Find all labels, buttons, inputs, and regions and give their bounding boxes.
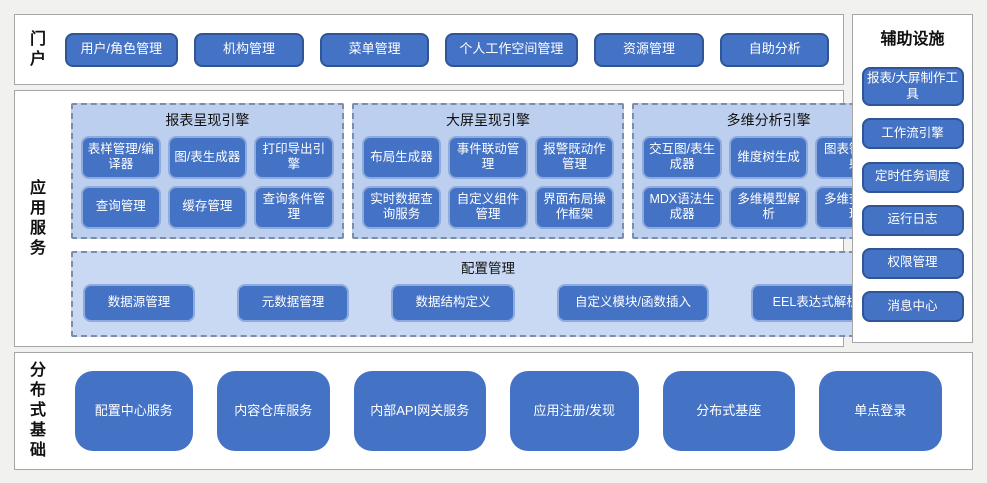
portal-section-label-text: 门户 — [30, 30, 47, 68]
portal-section-label: 门户 — [15, 30, 61, 70]
app-services-section-label-text: 应用服务 — [30, 179, 47, 257]
report-engine-item-cache-mgmt[interactable]: 缓存管理 — [167, 185, 248, 229]
aux-item-message-center[interactable]: 消息中心 — [861, 290, 964, 322]
config-mgmt-panel: 配置管理 数据源管理 元数据管理 数据结构定义 自定义模块/函数插入 EEL表达… — [71, 250, 905, 337]
distributed-foundation-label: 分布式基础 — [15, 361, 61, 461]
distributed-foundation-label-text: 分布式基础 — [30, 362, 47, 459]
dist-item-content-repo-service[interactable]: 内容仓库服务 — [216, 371, 330, 451]
aux-item-workflow-engine[interactable]: 工作流引擎 — [861, 118, 964, 150]
aux-item-scheduled-task[interactable]: 定时任务调度 — [861, 161, 964, 193]
app-services-content: 报表呈现引擎 表样管理/编译器 图/表生成器 打印导出引擎 查询管理 缓存管理 … — [61, 91, 911, 346]
report-engine-item-query-mgmt[interactable]: 查询管理 — [81, 185, 161, 229]
aux-item-permission-mgmt[interactable]: 权限管理 — [861, 247, 964, 279]
bigscreen-engine-panel: 大屏呈现引擎 布局生成器 事件联动管理 报警既动作管理 实时数据查询服务 自定义… — [351, 103, 625, 239]
dist-item-distributed-base[interactable]: 分布式基座 — [663, 371, 795, 451]
portal-item-workspace-mgmt[interactable]: 个人工作空间管理 — [445, 32, 578, 67]
portal-item-org-mgmt[interactable]: 机构管理 — [193, 32, 305, 67]
aux-item-report-bigscreen-authoring-tool[interactable]: 报表/大屏制作工具 — [861, 67, 964, 107]
olap-engine-item-dimension-tree[interactable]: 维度树生成 — [728, 136, 809, 179]
dist-item-internal-api-gateway[interactable]: 内部API网关服务 — [354, 371, 486, 451]
portal-buttons: 用户/角色管理 机构管理 菜单管理 个人工作空间管理 资源管理 自助分析 — [61, 32, 843, 67]
config-mgmt-title: 配置管理 — [461, 260, 515, 276]
auxiliary-facilities-section: 辅助设施 报表/大屏制作工具 工作流引擎 定时任务调度 运行日志 权限管理 消息… — [852, 14, 973, 343]
bigscreen-engine-item-ui-layout-framework[interactable]: 界面布局操作框架 — [534, 185, 615, 229]
portal-item-self-service-analysis[interactable]: 自助分析 — [720, 32, 830, 67]
report-engine-grid: 表样管理/编译器 图/表生成器 打印导出引擎 查询管理 缓存管理 查询条件管理 — [73, 134, 342, 237]
bigscreen-engine-item-realtime-query[interactable]: 实时数据查询服务 — [361, 185, 442, 229]
olap-engine-title: 多维分析引擎 — [726, 112, 811, 128]
report-engine-item-print-export[interactable]: 打印导出引擎 — [254, 136, 334, 179]
report-engine-panel: 报表呈现引擎 表样管理/编译器 图/表生成器 打印导出引擎 查询管理 缓存管理 … — [71, 103, 344, 239]
report-engine-item-chart-generator[interactable]: 图/表生成器 — [167, 136, 248, 179]
aux-item-run-log[interactable]: 运行日志 — [861, 204, 964, 236]
portal-item-menu-mgmt[interactable]: 菜单管理 — [320, 32, 430, 67]
engines-row: 报表呈现引擎 表样管理/编译器 图/表生成器 打印导出引擎 查询管理 缓存管理 … — [71, 103, 906, 239]
auxiliary-facilities-buttons: 报表/大屏制作工具 工作流引擎 定时任务调度 运行日志 权限管理 消息中心 — [853, 53, 972, 342]
bigscreen-engine-item-alarm-action[interactable]: 报警既动作管理 — [534, 136, 615, 179]
auxiliary-facilities-title: 辅助设施 — [880, 31, 945, 48]
report-engine-item-query-condition-mgmt[interactable]: 查询条件管理 — [254, 185, 334, 229]
config-item-datasource-mgmt[interactable]: 数据源管理 — [83, 283, 195, 322]
dist-item-config-center-service[interactable]: 配置中心服务 — [75, 371, 193, 451]
portal-item-resource-mgmt[interactable]: 资源管理 — [593, 32, 705, 67]
bigscreen-engine-item-layout-generator[interactable]: 布局生成器 — [361, 136, 442, 179]
report-engine-item-style-compiler[interactable]: 表样管理/编译器 — [81, 136, 161, 179]
bigscreen-engine-item-custom-component[interactable]: 自定义组件管理 — [448, 185, 528, 229]
portal-item-user-role-mgmt[interactable]: 用户/角色管理 — [65, 32, 178, 67]
bigscreen-engine-title: 大屏呈现引擎 — [446, 112, 530, 128]
olap-engine-item-interactive-chart-generator[interactable]: 交互图/表生成器 — [642, 136, 722, 179]
config-item-custom-module-function[interactable]: 自定义模块/函数插入 — [557, 283, 709, 322]
portal-section: 门户 用户/角色管理 机构管理 菜单管理 个人工作空间管理 资源管理 自助分析 — [14, 14, 844, 85]
bigscreen-engine-item-event-linkage[interactable]: 事件联动管理 — [448, 136, 528, 179]
olap-engine-item-mdx-generator[interactable]: MDX语法生成器 — [642, 185, 722, 229]
app-services-section-label: 应用服务 — [15, 91, 61, 346]
dist-item-single-sign-on[interactable]: 单点登录 — [818, 371, 942, 451]
report-engine-title: 报表呈现引擎 — [165, 112, 250, 128]
app-services-section: 应用服务 报表呈现引擎 表样管理/编译器 图/表生成器 打印导出引擎 查询管理 … — [14, 90, 906, 347]
distributed-foundation-section: 分布式基础 配置中心服务 内容仓库服务 内部API网关服务 应用注册/发现 分布… — [14, 352, 973, 470]
config-item-data-structure-definition[interactable]: 数据结构定义 — [391, 283, 515, 322]
olap-engine-item-model-parsing[interactable]: 多维模型解析 — [728, 185, 809, 229]
distributed-foundation-buttons: 配置中心服务 内容仓库服务 内部API网关服务 应用注册/发现 分布式基座 单点… — [61, 371, 972, 451]
config-mgmt-buttons: 数据源管理 元数据管理 数据结构定义 自定义模块/函数插入 EEL表达式解析器 — [73, 279, 903, 335]
config-item-metadata-mgmt[interactable]: 元数据管理 — [237, 283, 349, 322]
bigscreen-engine-grid: 布局生成器 事件联动管理 报警既动作管理 实时数据查询服务 自定义组件管理 界面… — [354, 134, 623, 237]
dist-item-app-register-discovery[interactable]: 应用注册/发现 — [509, 371, 639, 451]
